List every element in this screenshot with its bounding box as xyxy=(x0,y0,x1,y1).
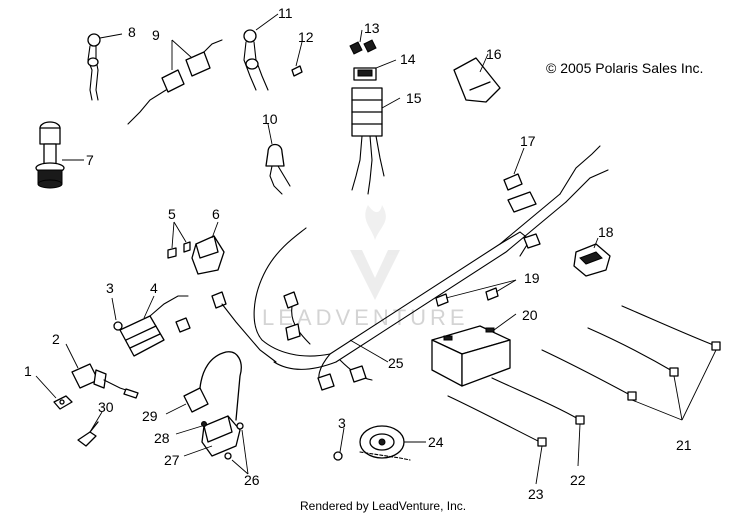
part-26-screws xyxy=(224,422,244,460)
part-11-indicator-switch xyxy=(243,29,269,91)
part-18-relay xyxy=(573,243,611,277)
callout-3-lower: 3 xyxy=(338,415,346,431)
callout-9: 9 xyxy=(152,27,160,43)
callout-3-left: 3 xyxy=(106,280,114,296)
callout-24: 24 xyxy=(428,434,444,450)
callout-7: 7 xyxy=(86,152,94,168)
part-6-cdi-module xyxy=(191,235,225,275)
part-14-fuse-cap xyxy=(353,67,377,81)
part-20-battery xyxy=(431,325,511,387)
part-24-horn xyxy=(359,425,411,461)
callout-14: 14 xyxy=(400,51,416,67)
callout-26: 26 xyxy=(244,472,260,488)
callout-5: 5 xyxy=(168,206,176,222)
callout-6: 6 xyxy=(212,206,220,222)
part-3-connector-lower xyxy=(333,451,343,461)
callout-18: 18 xyxy=(598,224,614,240)
part-4-relay-block xyxy=(119,295,191,357)
part-30-bracket xyxy=(77,421,99,447)
part-1-bracket xyxy=(53,395,73,410)
part-5-clips xyxy=(167,241,191,259)
part-25-main-wire-harness xyxy=(211,145,609,391)
part-17-connector xyxy=(503,173,523,191)
callout-12: 12 xyxy=(298,29,314,45)
callout-29: 29 xyxy=(142,408,158,424)
part-16-protective-boot xyxy=(453,57,501,103)
part-10-bulb-pigtail xyxy=(265,143,291,195)
part-15-fuse-box xyxy=(351,87,385,195)
callout-13: 13 xyxy=(364,20,380,36)
part-19-battery-terminals xyxy=(435,287,499,307)
part-21-straps xyxy=(541,305,721,401)
callout-23: 23 xyxy=(528,486,544,502)
part-29-spark-plug-cap xyxy=(183,351,242,421)
callout-17: 17 xyxy=(520,133,536,149)
callout-21: 21 xyxy=(676,437,692,453)
callout-2: 2 xyxy=(52,331,60,347)
callout-1: 1 xyxy=(24,363,32,379)
part-13-fuses xyxy=(349,39,377,55)
part-23-strap xyxy=(447,395,547,447)
callout-25: 25 xyxy=(388,355,404,371)
callout-4: 4 xyxy=(150,280,158,296)
copyright-text: © 2005 Polaris Sales Inc. xyxy=(546,60,703,76)
leadventure-watermark-logo xyxy=(350,205,400,300)
callout-10: 10 xyxy=(262,111,278,127)
callout-30: 30 xyxy=(98,399,114,415)
part-7-key-switch xyxy=(35,121,65,189)
part-2-ignition-switch xyxy=(71,363,139,399)
callout-16: 16 xyxy=(486,46,502,62)
callout-19: 19 xyxy=(524,270,540,286)
callout-27: 27 xyxy=(164,452,180,468)
credit-text: Rendered by LeadVenture, Inc. xyxy=(300,499,466,513)
callout-28: 28 xyxy=(154,430,170,446)
part-22-strap xyxy=(491,377,585,425)
callout-22: 22 xyxy=(570,472,586,488)
callout-15: 15 xyxy=(406,90,422,106)
callout-11: 11 xyxy=(278,5,293,21)
part-9-switch-harness xyxy=(127,39,223,125)
callout-8: 8 xyxy=(128,24,136,40)
part-28-washer xyxy=(201,421,207,427)
part-8-lamp-socket xyxy=(87,33,101,101)
part-3-connector-left xyxy=(113,321,123,331)
part-27-ignition-coil xyxy=(201,415,241,457)
part-12-clip xyxy=(291,65,303,77)
callout-20: 20 xyxy=(522,307,538,323)
